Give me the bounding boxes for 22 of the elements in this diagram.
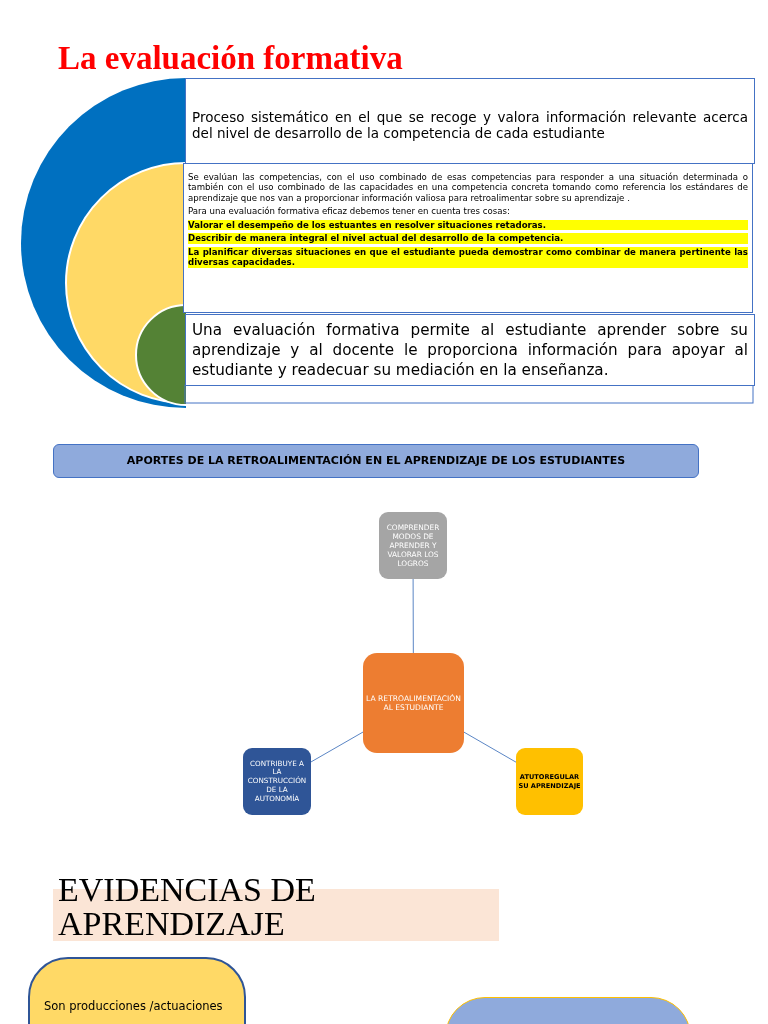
text-box — [183, 163, 753, 313]
paragraph: La planificar diversas situaciones en que el estudiante pueda demostrar como combinar de manera pertinente las diversas capacidades. — [188, 246, 748, 268]
paragraph: Para una evaluación formativa eficaz debemos tener en cuenta tres cosas: — [188, 206, 511, 217]
paragraph: Se evalúan las competencias, con el uso combinado de esas competencias para responder a una situación determinada o también con el uso combinado de las capacidades en una competencia concreta tomando como referencia los estándares de aprendizaje que nos van a proporcionar información valiosa para retroalimentar sobre su aprendizaje . — [188, 172, 748, 204]
central-box — [363, 653, 464, 753]
rounded-box — [243, 748, 311, 815]
definition-text: Proceso sistemático en el que se recoge y valora información relevante acerca del nivel de desarrollo de la competencia de cada estudiante — [192, 109, 748, 142]
connector-line — [310, 731, 364, 763]
section-heading: EVIDENCIAS DE APRENDIZAJE — [58, 873, 317, 941]
summary-text: Una evaluación formativa permite al estudiante aprender sobre su aprendizaje y al docente le proporciona información para apoyar al estudiante y readecuar su mediación en la enseñanza. — [192, 321, 748, 381]
page-title: La evaluación formativa — [58, 40, 403, 77]
rounded-box — [379, 512, 447, 579]
banner-heading: APORTES DE LA RETROALIMENTACIÓN EN EL APRENDIZAJE DE LOS ESTUDIANTES — [126, 454, 626, 468]
text-box — [185, 314, 755, 386]
paragraph: Describir de manera integral el nivel actual del desarrollo de la competencia. — [188, 233, 748, 244]
connector-line — [463, 731, 517, 763]
rounded-box — [516, 748, 583, 815]
connector-line — [412, 578, 414, 654]
text-box — [185, 78, 755, 164]
paragraph: Valorar el desempeño de los estuantes en resolver situaciones retadoras. — [188, 219, 748, 231]
banner — [53, 444, 699, 478]
box-text: Son producciones /actuaciones — [44, 999, 224, 1013]
